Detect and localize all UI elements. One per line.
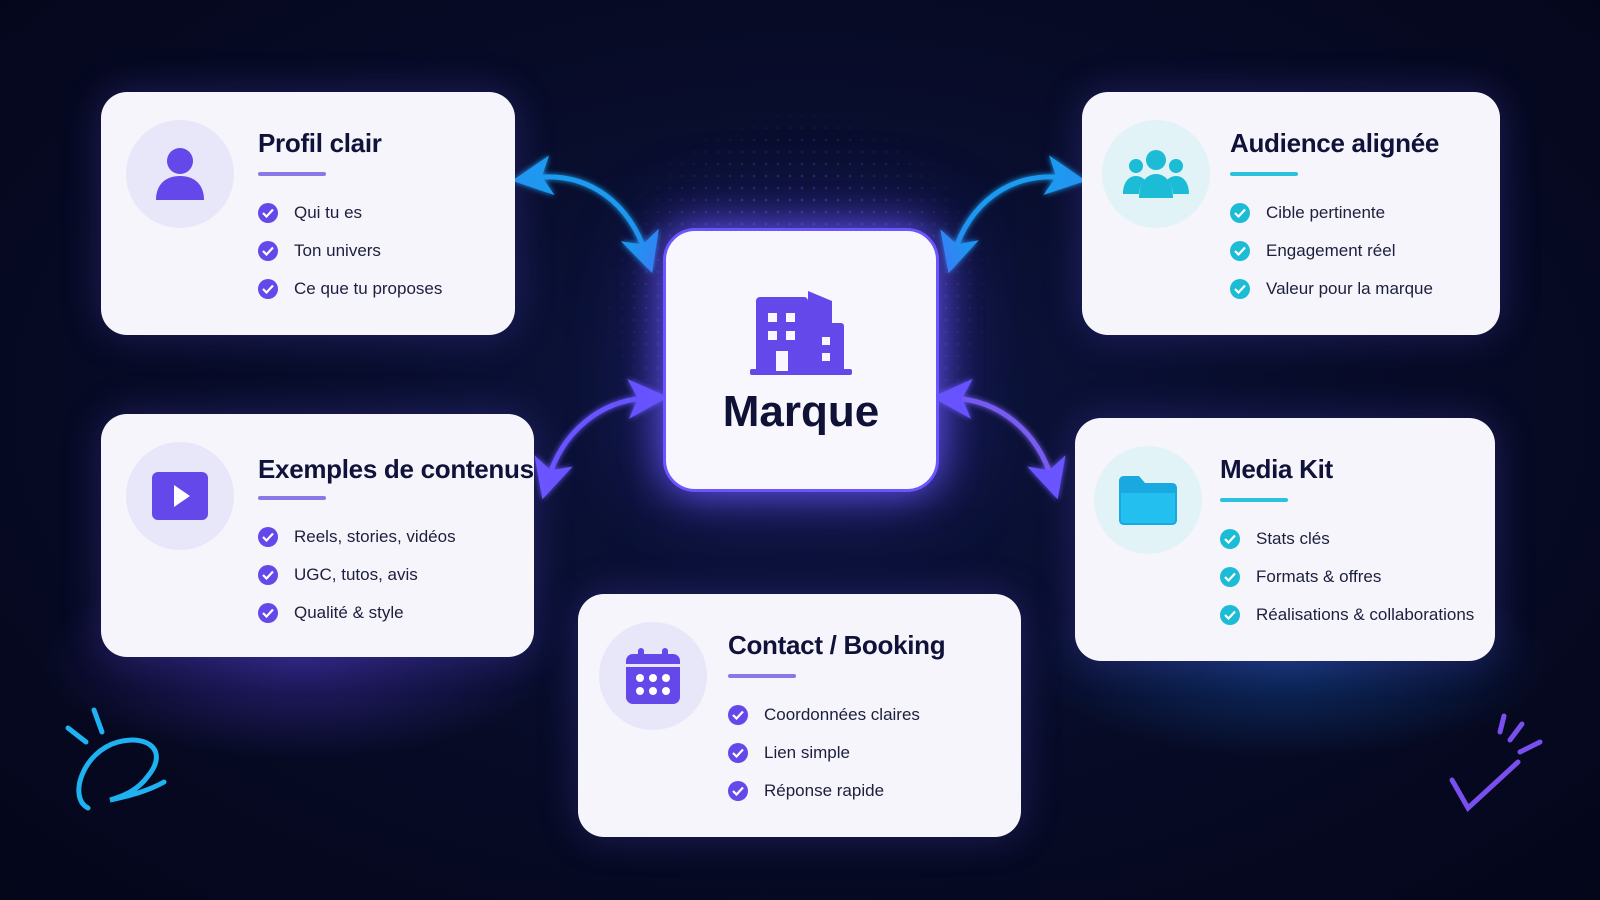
list-item: Reels, stories, vidéos: [258, 518, 456, 556]
check-icon: [1230, 279, 1250, 299]
check-icon: [258, 203, 278, 223]
media-icon-circle: [1094, 446, 1202, 554]
title-underline: [258, 172, 326, 176]
arrow-media: [932, 378, 1066, 500]
check-icon: [258, 565, 278, 585]
arrow-profil: [512, 155, 659, 274]
list-item: Coordonnées claires: [728, 696, 920, 734]
center-marque-card: Marque: [663, 228, 939, 492]
doodle-bottom-right: [1449, 713, 1543, 812]
list-item: Engagement réel: [1230, 232, 1433, 270]
calendar-icon: [626, 648, 680, 704]
center-label: Marque: [722, 387, 880, 436]
list-item: Ton univers: [258, 232, 442, 270]
card-title: Media Kit: [1220, 454, 1333, 484]
title-underline: [258, 496, 326, 500]
arrow-audience: [940, 155, 1086, 274]
card-title: Contact / Booking: [728, 630, 946, 660]
list-item: Réponse rapide: [728, 772, 920, 810]
user-icon: [156, 148, 204, 200]
group-icon: [1123, 150, 1189, 198]
check-icon: [1220, 567, 1240, 587]
list-item: Qualité & style: [258, 594, 456, 632]
title-underline: [1220, 498, 1288, 502]
check-icon: [1230, 241, 1250, 261]
exemples-icon-circle: [126, 442, 234, 550]
arrow-exemples: [534, 378, 668, 500]
list-item: Réalisations & collaborations: [1220, 596, 1474, 634]
play-icon: [152, 472, 208, 520]
card-exemples: Exemples de contenus Reels, stories, vid…: [101, 414, 534, 657]
folder-icon: [1119, 476, 1177, 525]
title-underline: [728, 674, 796, 678]
check-icon: [728, 705, 748, 725]
doodle-bottom-left: [65, 707, 167, 811]
card-title: Audience alignée: [1230, 128, 1440, 158]
audience-icon-circle: [1102, 120, 1210, 228]
item-list: Qui tu es Ton univers Ce que tu proposes: [258, 194, 442, 308]
list-item: Lien simple: [728, 734, 920, 772]
list-item: Stats clés: [1220, 520, 1474, 558]
list-item: Cible pertinente: [1230, 194, 1433, 232]
item-list: Cible pertinente Engagement réel Valeur …: [1230, 194, 1433, 308]
check-icon: [1220, 605, 1240, 625]
check-icon: [258, 603, 278, 623]
list-item: UGC, tutos, avis: [258, 556, 456, 594]
card-contact: Contact / Booking Coordonnées claires Li…: [578, 594, 1021, 837]
title-underline: [1230, 172, 1298, 176]
profil-icon-circle: [126, 120, 234, 228]
check-icon: [258, 527, 278, 547]
list-item: Qui tu es: [258, 194, 442, 232]
item-list: Coordonnées claires Lien simple Réponse …: [728, 696, 920, 810]
check-icon: [728, 743, 748, 763]
card-title: Profil clair: [258, 128, 382, 158]
building-icon: [750, 291, 852, 375]
card-audience: Audience alignée Cible pertinente Engage…: [1082, 92, 1500, 335]
item-list: Stats clés Formats & offres Réalisations…: [1220, 520, 1474, 634]
check-icon: [728, 781, 748, 801]
check-icon: [258, 279, 278, 299]
item-list: Reels, stories, vidéos UGC, tutos, avis …: [258, 518, 456, 632]
check-icon: [258, 241, 278, 261]
check-icon: [1230, 203, 1250, 223]
list-item: Valeur pour la marque: [1230, 270, 1433, 308]
card-profil: Profil clair Qui tu es Ton univers Ce qu…: [101, 92, 515, 335]
check-icon: [1220, 529, 1240, 549]
card-media-kit: Media Kit Stats clés Formats & offres Ré…: [1075, 418, 1495, 661]
list-item: Formats & offres: [1220, 558, 1474, 596]
contact-icon-circle: [599, 622, 707, 730]
list-item: Ce que tu proposes: [258, 270, 442, 308]
card-title: Exemples de contenus: [258, 454, 534, 484]
